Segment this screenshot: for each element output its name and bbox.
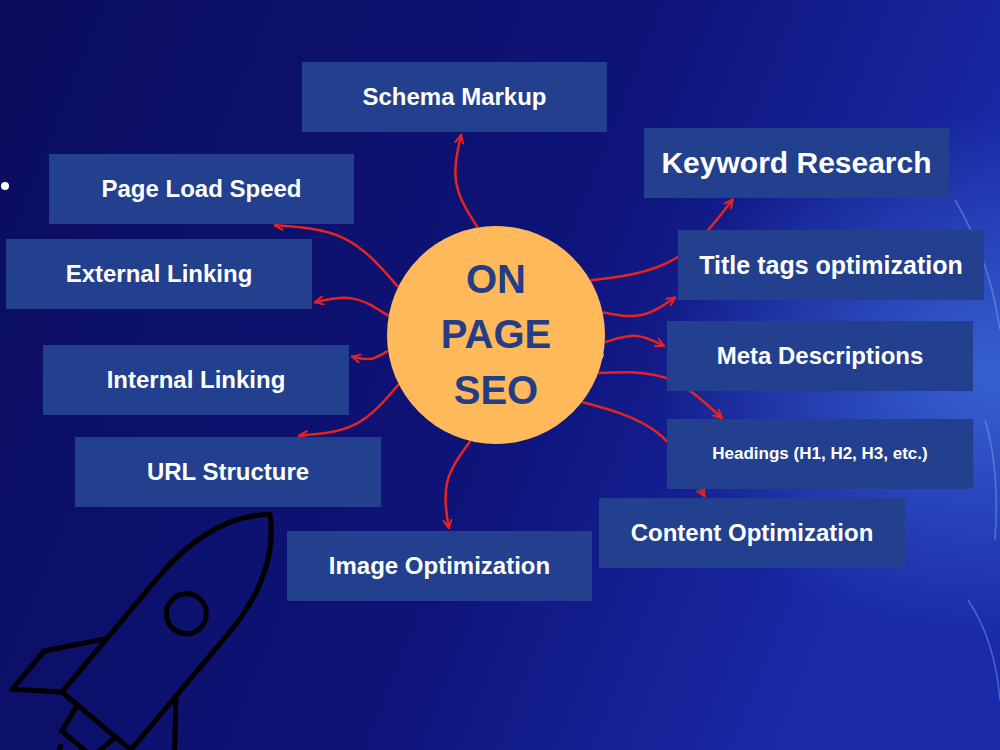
topic-label: Headings (H1, H2, H3, etc.)	[712, 444, 927, 464]
topic-label: Keyword Research	[661, 146, 931, 180]
topic-box: Content Optimization	[599, 498, 905, 568]
bullet-dot	[1, 182, 9, 190]
topic-box: Page Load Speed	[49, 154, 354, 224]
topic-box: Image Optimization	[287, 531, 592, 601]
topic-box: Internal Linking	[43, 345, 349, 415]
arrow-connector	[606, 336, 664, 346]
topic-label: Schema Markup	[362, 83, 546, 111]
circle-fill	[387, 226, 605, 444]
arrow-connector	[446, 442, 470, 528]
topic-label: Title tags optimization	[699, 251, 962, 280]
topic-label: Page Load Speed	[101, 175, 301, 203]
topic-label: Image Optimization	[329, 552, 550, 580]
topic-box: Keyword Research	[644, 128, 949, 198]
topic-label: External Linking	[66, 260, 253, 288]
arrow-connector	[352, 351, 387, 359]
topic-label: Internal Linking	[107, 366, 286, 394]
topic-label: Content Optimization	[631, 519, 874, 547]
topic-box: Title tags optimization	[678, 230, 984, 300]
topic-box: Meta Descriptions	[667, 321, 973, 391]
topic-label: Meta Descriptions	[717, 342, 924, 370]
topic-box: Headings (H1, H2, H3, etc.)	[667, 419, 973, 489]
hub-title: ON PAGE SEO	[407, 252, 585, 418]
hub-circle: ON PAGE SEO	[387, 226, 605, 444]
arrow-connector	[455, 135, 477, 227]
arrow-connector	[604, 298, 675, 316]
topic-box: External Linking	[6, 239, 312, 309]
topic-label: URL Structure	[147, 458, 309, 486]
topic-box: URL Structure	[75, 437, 381, 507]
arrow-connector	[315, 298, 388, 316]
topic-box: Schema Markup	[302, 62, 607, 132]
